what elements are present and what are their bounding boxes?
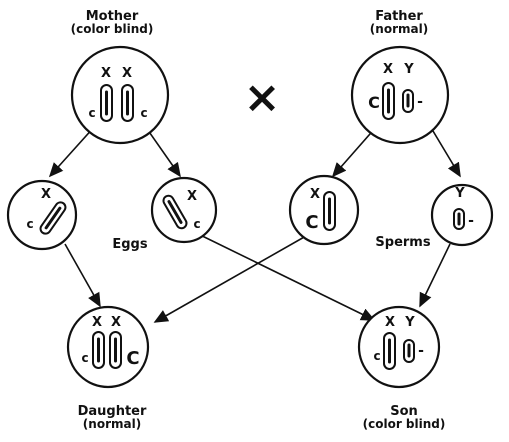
father-cell: X Y C - (350, 45, 450, 145)
edge-sperm2-to-son (419, 243, 451, 308)
cross-symbol: × (244, 72, 281, 123)
mother-trait: (color blind) (70, 22, 154, 36)
edge-mother-to-egg1 (48, 125, 96, 178)
daughter-x1-label: X (92, 315, 102, 330)
son-label: Son (color blind) (354, 405, 454, 430)
edge-egg2-to-son (189, 229, 376, 321)
mother-c2-label: c (140, 106, 147, 120)
eggs-label: Eggs (112, 237, 148, 252)
egg1-c-label: c (26, 217, 33, 231)
father-label: Father (normal) (340, 10, 458, 35)
son-cell: X Y c - (357, 305, 441, 389)
father-x-label: X (383, 62, 393, 77)
father-minus-label: - (417, 94, 423, 110)
egg-cell-2: X c (150, 176, 218, 244)
daughter-c-label: c (81, 351, 88, 365)
egg2-c-label: c (193, 217, 200, 231)
daughter-trait: (normal) (82, 417, 142, 431)
sperm2-minus-label: - (468, 213, 474, 229)
edge-sperm1-to-daughter (153, 231, 314, 323)
mother-cell: X X c c (70, 45, 170, 145)
father-name: Father (375, 9, 423, 24)
edge-father-to-sperm1 (331, 125, 378, 178)
egg-cell-1: X c (6, 179, 78, 251)
mother-c1-label: c (88, 106, 95, 120)
son-minus-label: - (418, 343, 424, 359)
sperm1-C-label: C (305, 212, 318, 233)
mother-name: Mother (85, 9, 139, 24)
daughter-cell: X X c C (66, 305, 150, 389)
daughter-label: Daughter (normal) (62, 405, 162, 430)
son-trait: (color blind) (362, 417, 446, 431)
son-name: Son (390, 404, 418, 419)
son-x-label: X (385, 315, 395, 330)
egg2-x-label: X (187, 189, 197, 204)
daughter-x2-label: X (111, 315, 121, 330)
daughter-C-label: C (126, 348, 139, 369)
father-trait: (normal) (369, 22, 429, 36)
egg1-x-label: X (41, 187, 51, 202)
mother-x1-label: X (101, 66, 111, 81)
edge-mother-to-egg2 (144, 125, 181, 178)
father-y-label: Y (403, 62, 414, 77)
son-c-label: c (373, 349, 380, 363)
daughter-name: Daughter (77, 404, 147, 419)
son-y-label: Y (404, 315, 415, 330)
sperms-label: Sperms (375, 235, 431, 250)
mother-label: Mother (color blind) (52, 10, 172, 35)
mother-x2-label: X (122, 66, 132, 81)
edge-egg1-to-daughter (64, 243, 101, 308)
sperm1-x-label: X (310, 187, 320, 202)
father-C-label: C (368, 93, 380, 112)
sperm-cell-1: X C (288, 174, 360, 246)
sperm-cell-2: Y - (430, 183, 494, 247)
sperm2-y-label: Y (454, 186, 465, 201)
edge-father-to-sperm2 (429, 125, 461, 178)
